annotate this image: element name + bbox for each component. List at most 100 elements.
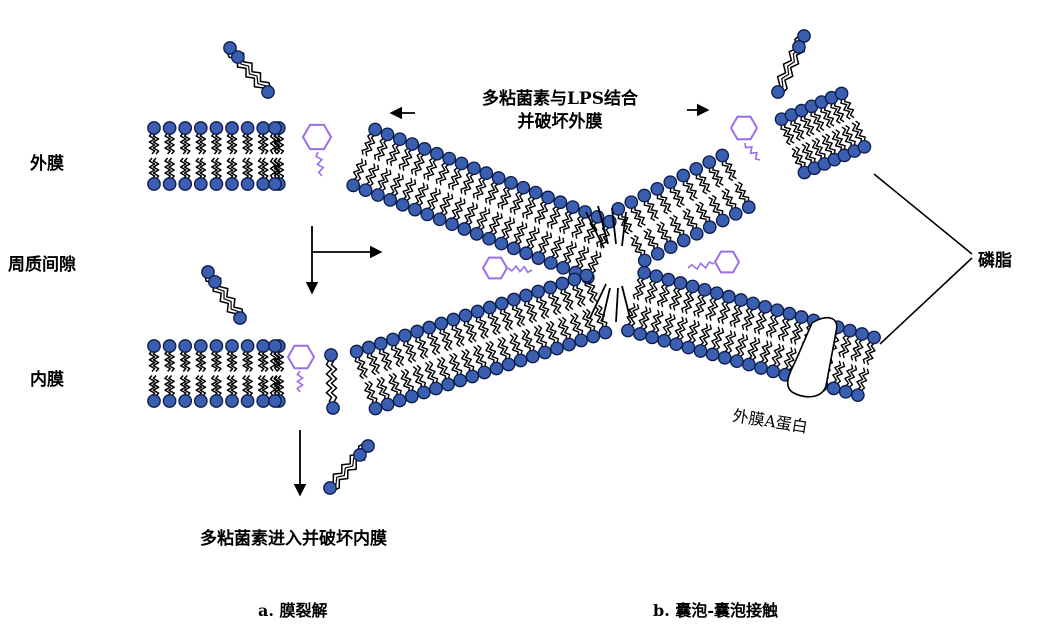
lipid-tail [377,168,388,191]
lipid-tail [821,135,833,156]
lipid-tail [783,122,795,144]
lipid-tail [179,350,187,373]
lipid-head [553,195,568,210]
lipid-tail [584,280,594,304]
lipid-tail [646,228,659,249]
lipid-tail [576,283,586,307]
lipid-head [256,339,271,353]
lipid-tail [833,101,845,123]
lipid-head [326,401,340,415]
lipid-tail [596,225,607,248]
lipid-tail [277,374,285,397]
lipid-head [741,200,756,214]
contact-tail [589,283,607,319]
lipid-tail [455,198,466,221]
lipid-head [513,353,528,368]
lipid-tail [845,124,856,146]
lipid-tail [168,350,175,373]
inner-entry-label: 多粘菌素进入并破坏内膜 [200,529,387,549]
lipid-tail [418,184,429,207]
lipid-tail [513,192,524,215]
lipid-tail [148,157,156,180]
lipid-tail [765,313,775,337]
lipid-head [663,175,678,190]
lipid-tail [435,161,447,185]
lipid-tail [269,132,277,155]
polymyxin-right-top [729,115,761,161]
contact-tail [597,205,609,245]
lipid-tail [647,199,659,220]
lipid-head [380,127,395,142]
lipid-tail [545,321,556,345]
lipid-head [240,339,255,353]
lipid-head [479,166,494,181]
lipid-tail [684,291,695,315]
lipid-tail [548,292,558,316]
phospholipid-pointer-lower [879,257,973,345]
lipid-tail [370,351,380,375]
lipid-head [193,121,208,135]
lipid-tail [273,350,281,372]
lipid-tail [199,132,207,155]
lipid-tail [404,368,414,392]
lipid-tail [854,338,864,362]
lipid-tail [630,303,640,327]
lipid-tail [669,187,682,208]
lipid-tail [199,350,207,373]
lipid-tail [242,132,249,155]
lipid-tail [721,160,734,182]
lipid-tail [451,324,461,348]
lipid-tail [633,234,646,256]
lipid-head [178,177,193,191]
lipid-tail [711,194,724,216]
lipid-tail [269,157,277,180]
lipid-tail [715,327,725,351]
ompa-protein [786,316,838,398]
lipid-tail [851,122,863,144]
lipid-tail [721,301,731,325]
contact-zone-tails [585,205,631,323]
lipid-tail [747,336,757,360]
lipid-head [528,185,543,200]
lipid-tail [487,312,498,336]
contact-tail [601,287,611,323]
lipid-tail [525,226,536,249]
lipid-head [225,121,239,135]
polymyxin-periplasm-left [481,256,533,280]
lipid-head [386,332,400,347]
lipid-tail [783,347,793,370]
lipid-head [697,282,712,297]
lipid-head [430,146,444,161]
lipid-tail [246,132,253,155]
lipid-tail [527,299,538,323]
lipid-tail [711,326,721,350]
lipid-tail [656,194,669,215]
lipid-head [556,260,571,275]
lipid-head [742,357,756,372]
lipid-head [650,246,665,261]
lipid-tail [475,316,486,340]
lipid-tail [390,344,401,368]
lipid-tail [669,216,681,237]
lipid-head [506,241,521,256]
lipid-head [519,288,533,303]
lipid-tail [415,336,425,360]
lipid-tail [844,364,854,387]
lipid-head [637,188,652,203]
lipid-head [368,122,382,137]
lower-left-bilayer [349,268,613,416]
lipid-tail [273,132,281,155]
lipid-head [850,388,865,403]
polymyxin-tail [744,142,761,161]
lipid-tail [215,157,222,180]
lipid-tail [741,307,751,331]
lipid-head [395,197,410,212]
lipid-tail [277,350,285,373]
lipid-head [268,121,282,135]
lipid-head [482,231,496,246]
lipid-tail [497,186,508,209]
lipid-head [147,121,161,135]
released-lipid-top-right [771,29,811,99]
lipid-head [489,361,504,376]
inner-membrane-label: 内膜 [30,370,64,390]
